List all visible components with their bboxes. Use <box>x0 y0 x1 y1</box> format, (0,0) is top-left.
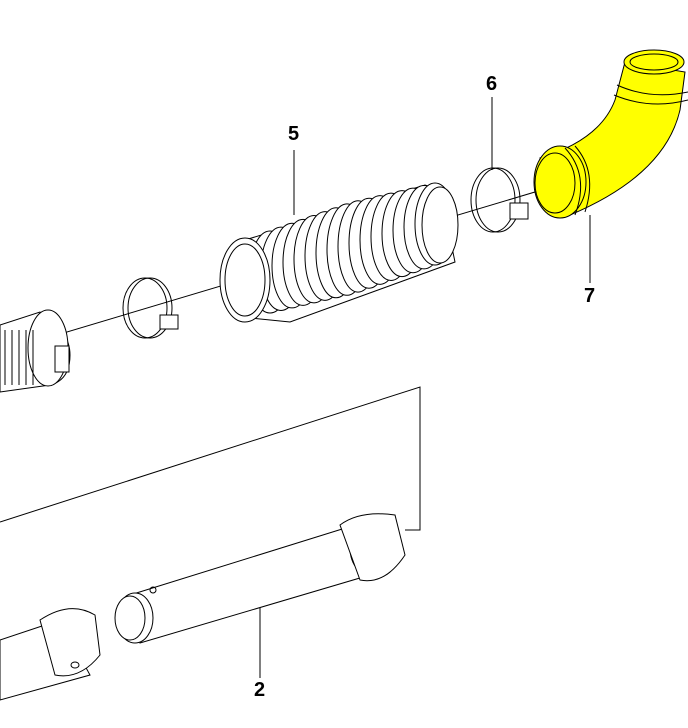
callout-2[interactable]: 2 <box>254 679 266 701</box>
tube-part[interactable] <box>114 513 406 644</box>
lower-tube-part[interactable] <box>0 608 101 701</box>
bellows-hose[interactable] <box>219 182 459 323</box>
intake-part[interactable] <box>0 309 71 393</box>
elbow-part[interactable] <box>533 49 688 219</box>
callout-6[interactable]: 6 <box>486 73 498 95</box>
hose-clamp[interactable] <box>470 167 529 233</box>
assembly-bracket-line <box>0 386 421 531</box>
hose-clamp-left[interactable] <box>122 277 179 339</box>
callout-5[interactable]: 5 <box>288 123 300 145</box>
callout-7[interactable]: 7 <box>584 285 596 307</box>
